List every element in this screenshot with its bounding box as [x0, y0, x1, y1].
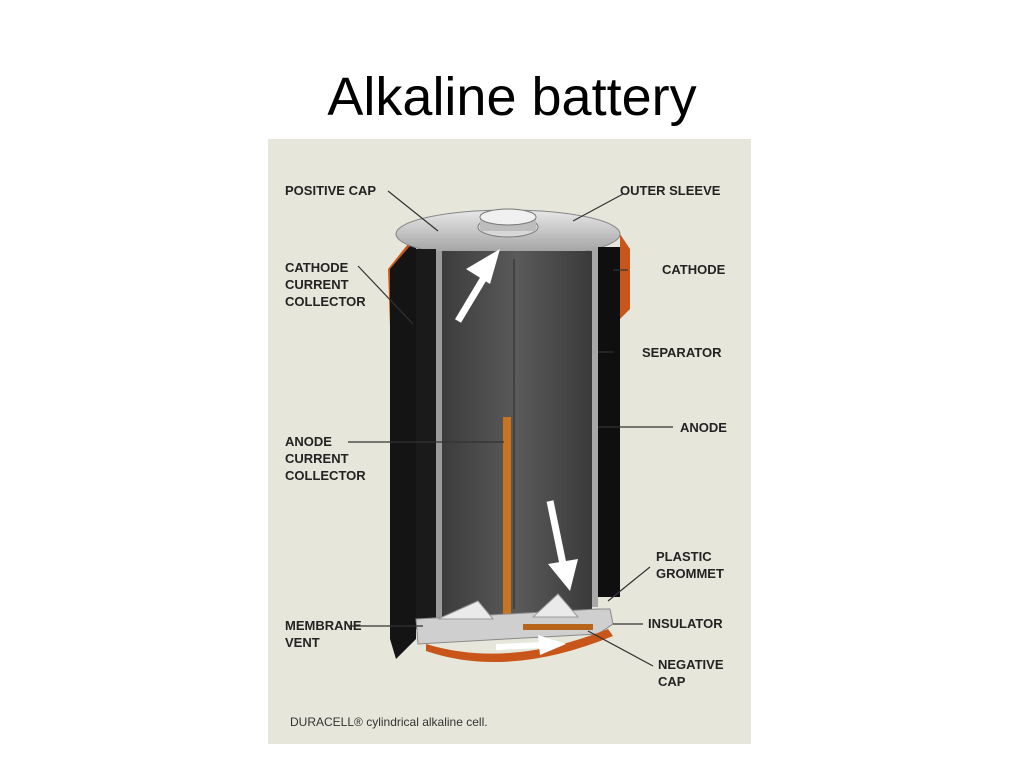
battery-illustration [348, 190, 673, 667]
leader-lines [348, 190, 673, 667]
label-plastic-grommet: PLASTIC GROMMET [656, 549, 724, 581]
label-negative-cap: NEGATIVE CAP [658, 657, 724, 689]
casing-left [390, 239, 416, 659]
battery-diagram: POSITIVE CAP OUTER SLEEVE CATHODE CURREN… [268, 139, 751, 744]
cathode-left-wall [416, 249, 436, 629]
label-membrane-vent: MEMBRANE VENT [285, 618, 362, 650]
label-positive-cap: POSITIVE CAP [285, 183, 377, 198]
label-insulator: INSULATOR [648, 616, 723, 631]
negative-cap-shape [426, 629, 613, 663]
label-anode-current-collector: ANODE CURRENT COLLECTOR [285, 434, 366, 483]
slide-title: Alkaline battery [327, 67, 697, 127]
cathode-right-wall [598, 247, 620, 597]
label-separator: SEPARATOR [642, 345, 722, 360]
arrow-down-icon [546, 500, 578, 591]
label-outer-sleeve: OUTER SLEEVE [620, 183, 721, 198]
label-anode: ANODE [680, 420, 727, 435]
outer-sleeve-right [620, 234, 630, 319]
label-cathode: CATHODE [662, 262, 726, 277]
anode-current-collector-rod [503, 417, 511, 637]
arrow-up-icon [454, 249, 500, 323]
arrow-right-icon [495, 635, 566, 655]
diagram-caption: DURACELL® cylindrical alkaline cell. [290, 715, 488, 729]
label-cathode-current-collector: CATHODE CURRENT COLLECTOR [285, 260, 366, 309]
